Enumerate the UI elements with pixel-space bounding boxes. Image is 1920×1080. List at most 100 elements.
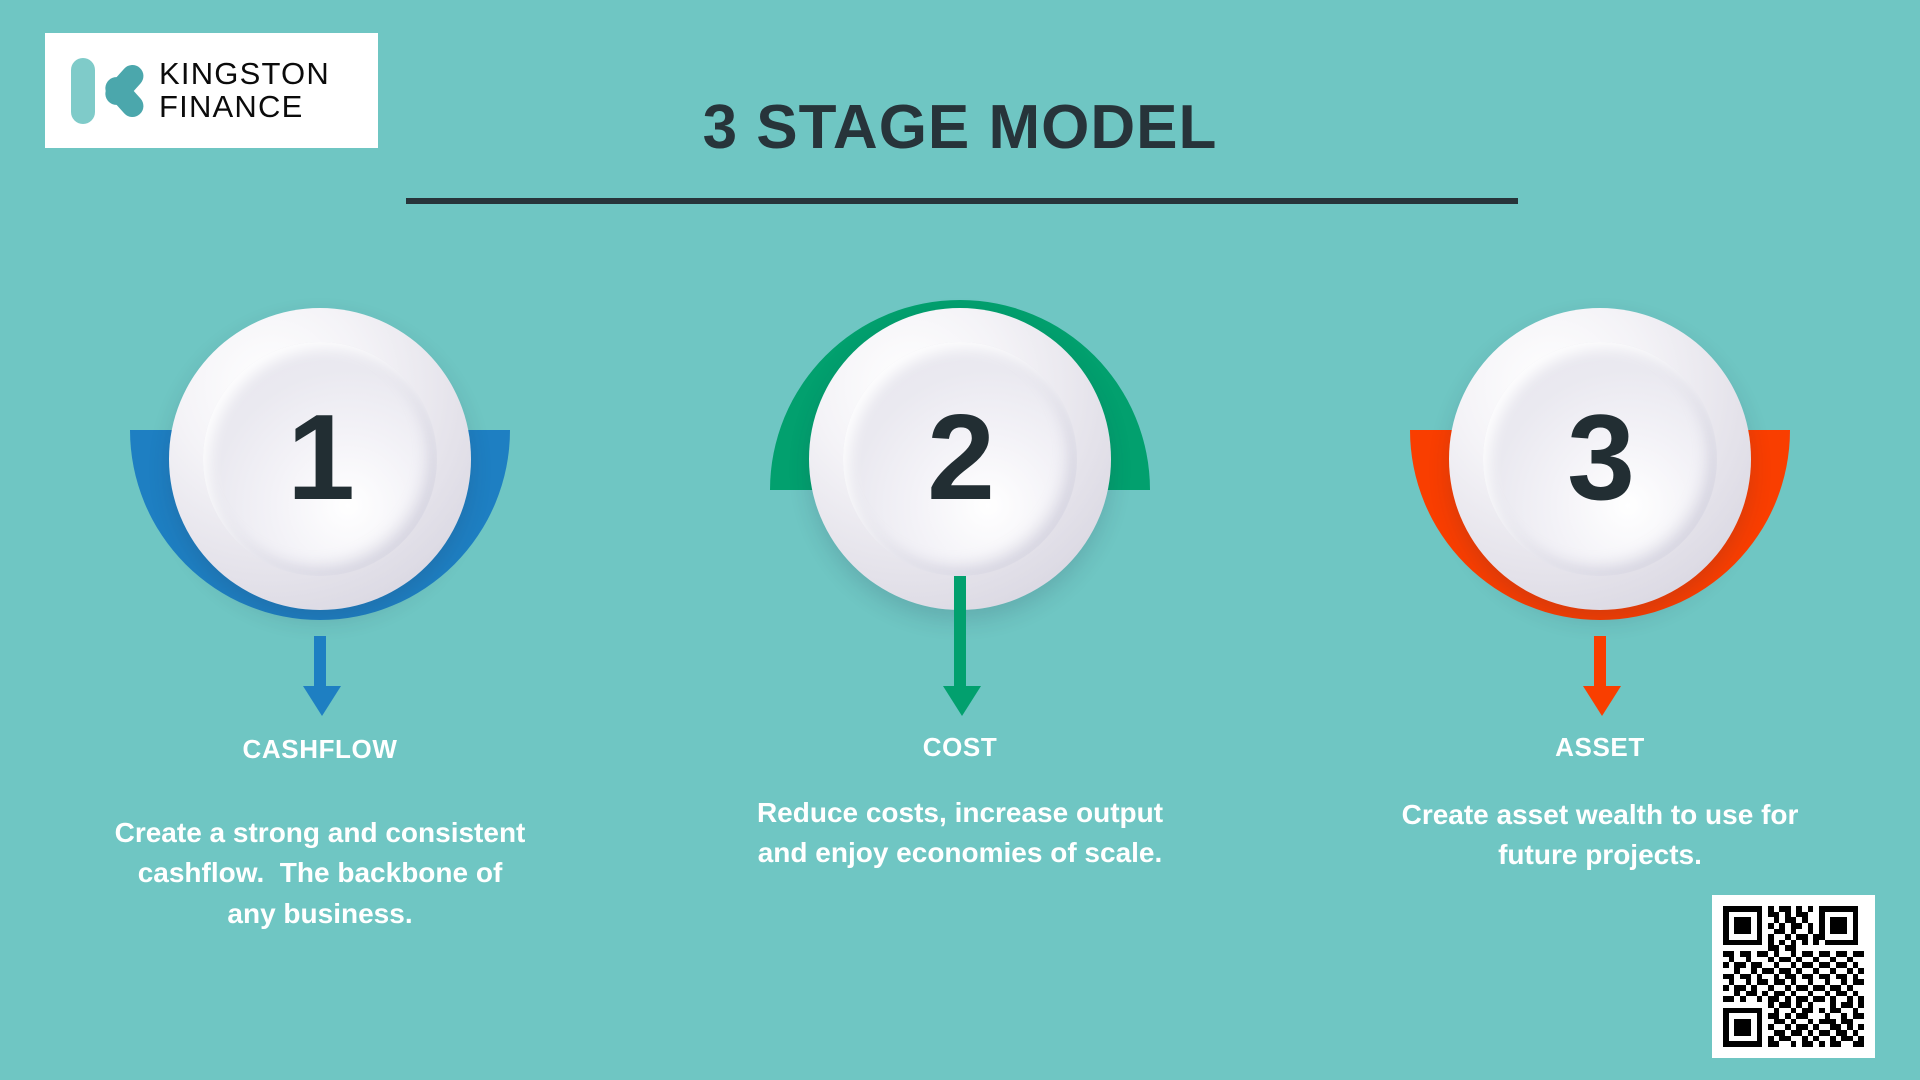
qr-module	[1858, 1041, 1864, 1047]
qr-module	[1852, 962, 1859, 969]
qr-module	[1734, 917, 1740, 923]
qr-module	[1739, 928, 1746, 935]
qr-module	[1818, 984, 1825, 991]
qr-module	[1779, 1035, 1786, 1042]
qr-module	[1807, 973, 1814, 980]
qr-module	[1807, 922, 1814, 929]
qr-module	[1841, 1001, 1848, 1008]
qr-module	[1751, 968, 1757, 974]
qr-module	[1813, 968, 1819, 974]
qr-module	[1739, 922, 1746, 929]
qr-module	[1734, 990, 1740, 997]
qr-module	[1796, 911, 1802, 918]
qr-module	[1762, 968, 1769, 974]
stage-1-description: Create a strong and consistent cashflow.…	[114, 817, 526, 929]
qr-module	[1768, 956, 1774, 963]
qr-module	[1852, 911, 1859, 918]
qr-module	[1728, 939, 1735, 946]
qr-module	[1723, 1035, 1729, 1042]
qr-module	[1852, 928, 1859, 935]
qr-module	[1818, 1030, 1825, 1036]
qr-module	[1768, 939, 1774, 946]
stage-1-badge: 1	[130, 300, 510, 630]
qr-module	[1807, 1041, 1814, 1047]
stage-1-arrow-stem	[314, 636, 326, 686]
qr-module	[1723, 939, 1729, 946]
qr-module	[1841, 1013, 1848, 1019]
qr-module	[1801, 951, 1808, 957]
qr-module	[1796, 922, 1802, 929]
qr-module	[1841, 962, 1848, 969]
qr-module	[1841, 1035, 1848, 1042]
qr-module	[1773, 1030, 1780, 1036]
qr-module	[1801, 1041, 1808, 1047]
stage-column-3: 3 ASSET Create asset wealth to use for f…	[1280, 300, 1920, 934]
qr-module	[1830, 922, 1836, 929]
qr-module	[1830, 939, 1836, 946]
qr-module	[1813, 984, 1819, 991]
qr-module	[1801, 917, 1808, 923]
qr-module	[1785, 1035, 1791, 1042]
qr-module	[1847, 1035, 1853, 1042]
qr-module	[1756, 1024, 1763, 1031]
qr-module	[1835, 917, 1842, 923]
qr-module	[1768, 1035, 1774, 1042]
qr-module	[1734, 1041, 1740, 1047]
qr-module	[1841, 990, 1848, 997]
qr-module	[1723, 1013, 1729, 1019]
qr-module	[1785, 1013, 1791, 1019]
qr-module	[1847, 956, 1853, 963]
stage-2-badge: 2	[770, 300, 1150, 630]
qr-module	[1728, 979, 1735, 985]
qr-module	[1841, 1018, 1848, 1025]
qr-module	[1830, 1018, 1836, 1025]
qr-module	[1785, 956, 1791, 963]
qr-module	[1852, 1041, 1859, 1047]
qr-module	[1830, 956, 1836, 963]
stage-column-1: 1 CASHFLOW Create a strong and consisten…	[0, 300, 640, 934]
qr-module	[1773, 928, 1780, 935]
qr-module	[1785, 1024, 1791, 1031]
qr-module	[1768, 934, 1774, 940]
qr-module	[1830, 917, 1836, 923]
qr-module	[1858, 951, 1864, 957]
qr-module	[1756, 973, 1763, 980]
qr-module	[1852, 1013, 1859, 1019]
qr-module	[1785, 968, 1791, 974]
qr-module	[1790, 951, 1797, 957]
qr-module	[1830, 968, 1836, 974]
qr-module	[1818, 962, 1825, 969]
qr-module	[1723, 906, 1729, 912]
qr-module	[1739, 906, 1746, 912]
qr-module	[1841, 1030, 1848, 1036]
qr-module	[1756, 934, 1763, 940]
qr-module	[1818, 922, 1825, 929]
qr-module	[1852, 906, 1859, 912]
qr-module	[1813, 939, 1819, 946]
stage-1-disc: 1	[169, 308, 471, 610]
qr-module	[1723, 934, 1729, 940]
qr-module	[1785, 906, 1791, 912]
qr-module	[1796, 1001, 1802, 1008]
qr-module	[1824, 962, 1831, 969]
qr-module	[1723, 1024, 1729, 1031]
qr-module	[1734, 962, 1740, 969]
qr-module	[1734, 1018, 1740, 1025]
qr-module	[1852, 979, 1859, 985]
qr-module	[1801, 1007, 1808, 1014]
qr-module	[1756, 917, 1763, 923]
qr-code[interactable]	[1712, 895, 1875, 1058]
qr-module	[1824, 990, 1831, 997]
qr-module	[1813, 1024, 1819, 1031]
stage-2-arrow-stem	[954, 576, 966, 686]
qr-module	[1813, 956, 1819, 963]
qr-module	[1773, 917, 1780, 923]
qr-module	[1807, 951, 1814, 957]
qr-module	[1762, 990, 1769, 997]
qr-module	[1796, 984, 1802, 991]
qr-module	[1779, 956, 1786, 963]
qr-module	[1756, 996, 1763, 1002]
qr-module	[1852, 1030, 1859, 1036]
qr-module	[1790, 1007, 1797, 1014]
qr-module	[1751, 1041, 1757, 1047]
